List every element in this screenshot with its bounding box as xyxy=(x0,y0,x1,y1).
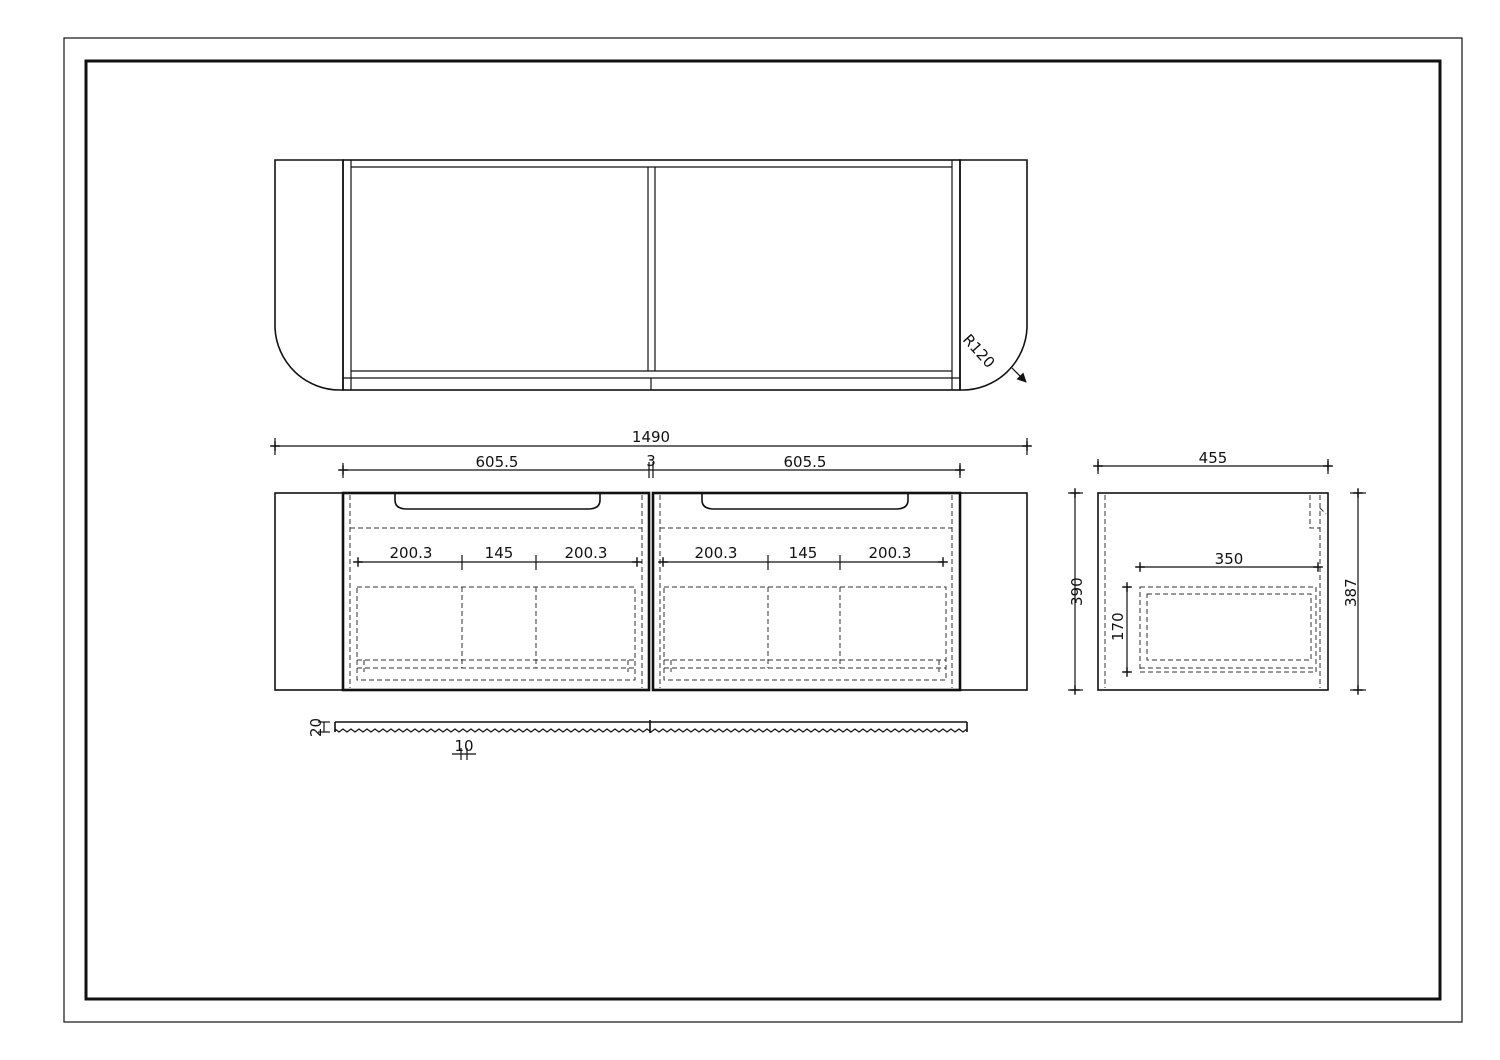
dim-height-outer: 390 xyxy=(1068,577,1086,606)
dim-groove-pitch: 10 xyxy=(454,737,473,755)
dim-drawer-left: 605.5 xyxy=(476,453,519,471)
dim-inner-right-2: 200.3 xyxy=(869,544,912,562)
dim-inner-height: 170 xyxy=(1109,612,1127,641)
inner-frame xyxy=(84,59,1442,1001)
radius-label: R120 xyxy=(959,331,999,372)
dim-drawer-right: 605.5 xyxy=(784,453,827,471)
dim-inner-left-2: 200.3 xyxy=(695,544,738,562)
side-view: 455 350 390 170 387 xyxy=(1068,449,1366,695)
front-view: 1490 605.5 3 605.5 xyxy=(270,428,1032,692)
dim-height-inner: 387 xyxy=(1342,578,1360,607)
dim-depth: 455 xyxy=(1199,449,1228,467)
dim-inner-depth: 350 xyxy=(1215,550,1244,568)
dim-inner-right-1: 200.3 xyxy=(565,544,608,562)
groove-detail: 20 10 xyxy=(307,718,968,760)
dim-inner-mid-1: 145 xyxy=(485,544,514,562)
dim-inner-left-1: 200.3 xyxy=(390,544,433,562)
top-view: R120 xyxy=(274,159,1028,391)
dim-inner-mid-2: 145 xyxy=(789,544,818,562)
outer-frame xyxy=(63,37,1463,1023)
dim-groove-height: 20 xyxy=(307,718,325,737)
dim-gap: 3 xyxy=(646,452,656,470)
dim-overall-width: 1490 xyxy=(632,428,670,446)
